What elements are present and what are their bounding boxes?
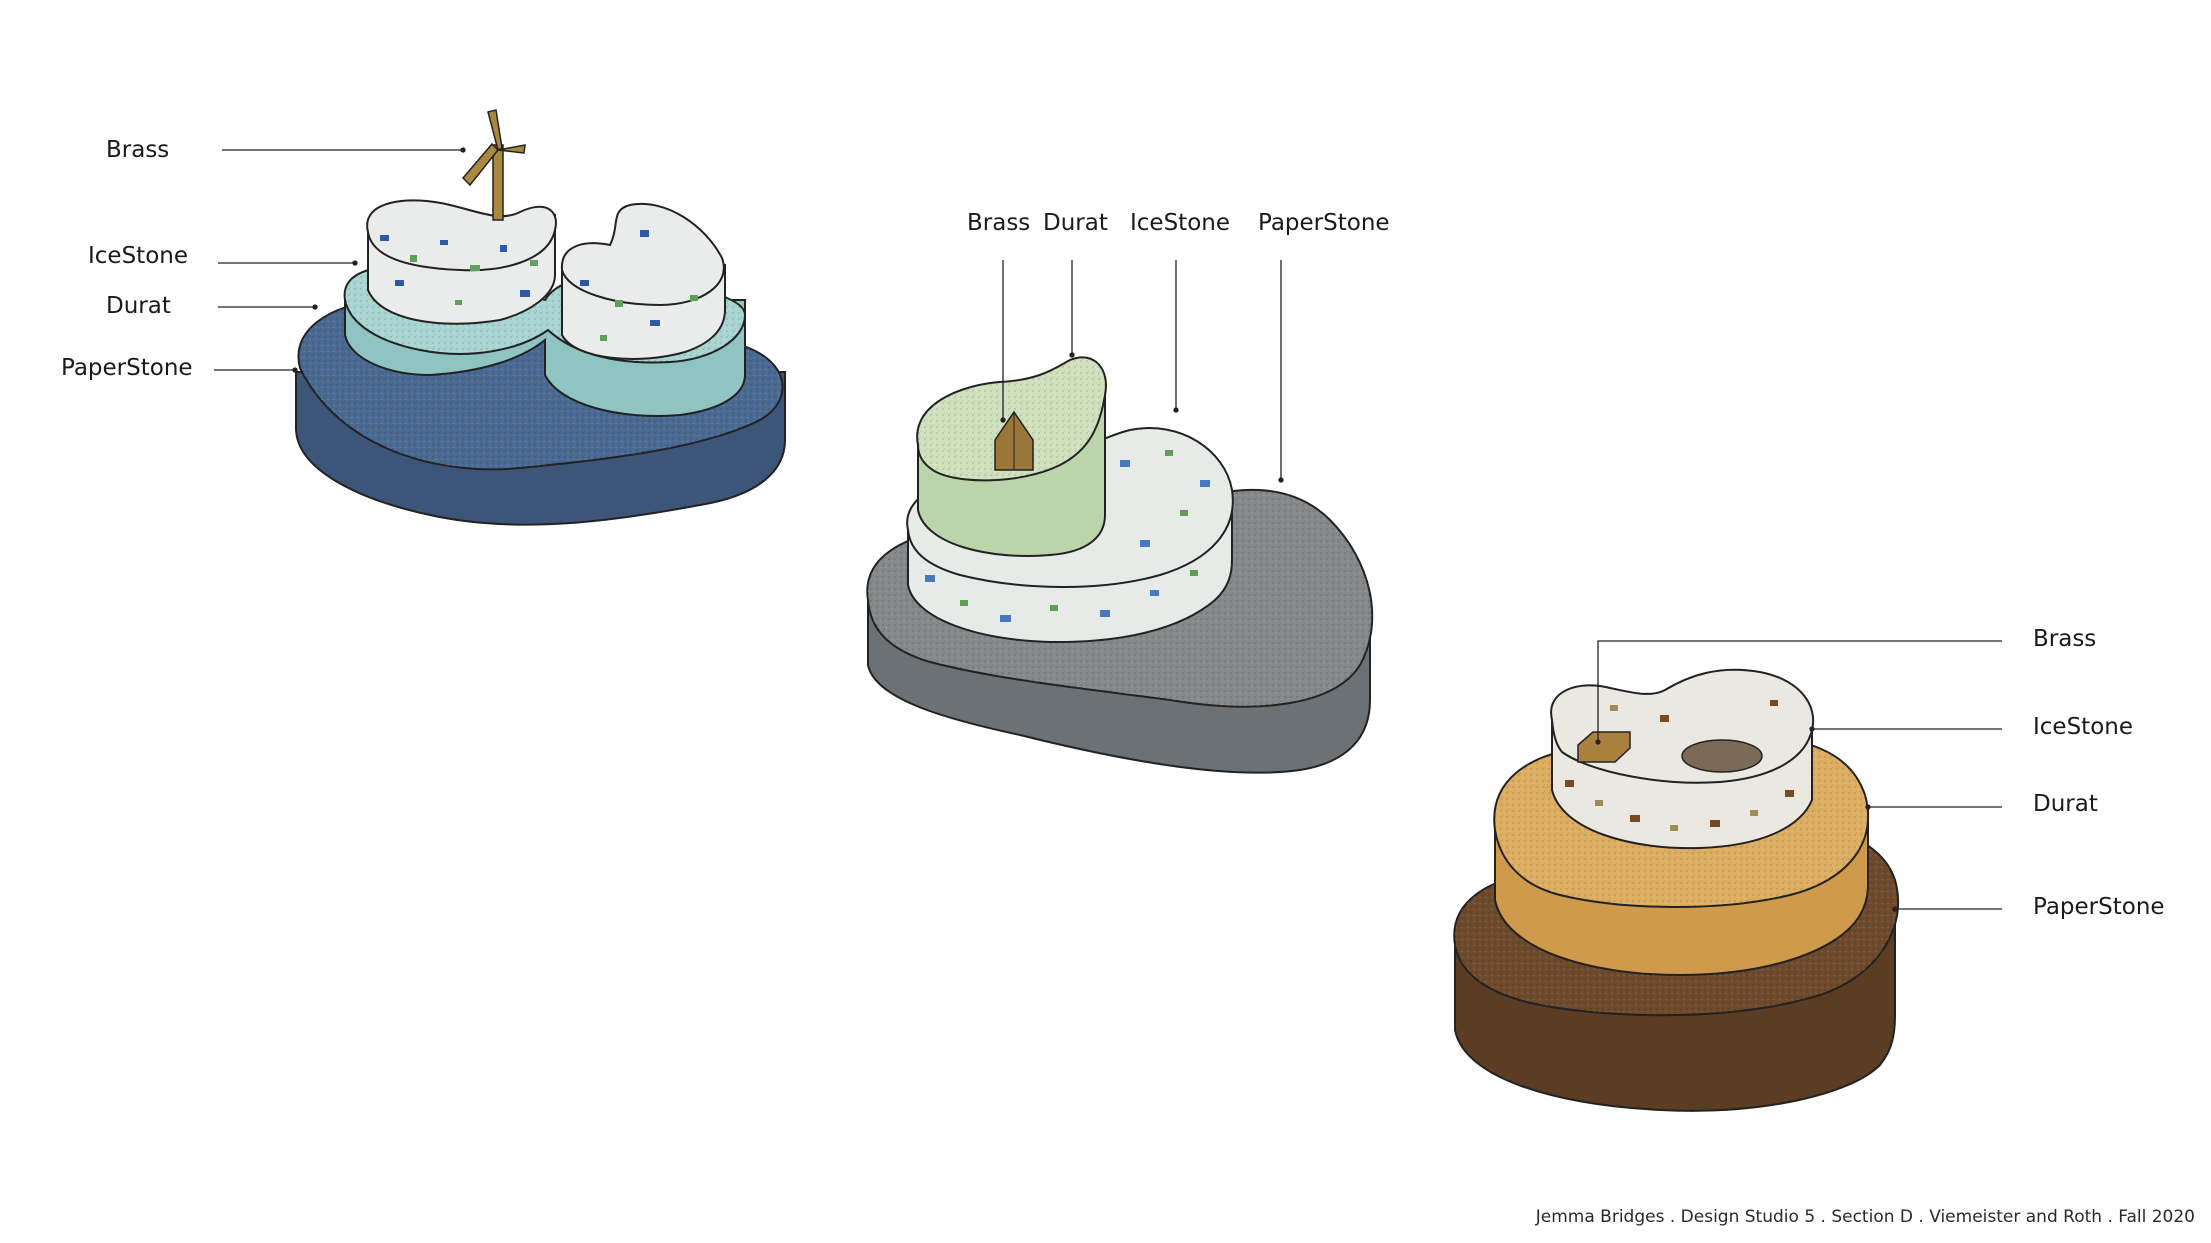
model-3-icestone-chips <box>1565 700 1794 831</box>
model-2-label-icestone: IceStone <box>1130 210 1230 236</box>
model-1-blue <box>214 109 786 526</box>
model-3-brown <box>1453 640 2002 1112</box>
model-1-icestone-chips <box>380 230 698 341</box>
model-3-leader-lines <box>1595 640 2002 912</box>
model-1-label-brass: Brass <box>106 137 170 163</box>
model-1-label-durat: Durat <box>106 293 171 319</box>
model-2-grey <box>866 260 1374 774</box>
model-2-brass-house <box>994 410 1034 471</box>
model-3-label-paperstone: PaperStone <box>2033 894 2165 920</box>
model-1-label-icestone: IceStone <box>88 243 188 269</box>
model-1-label-paperstone: PaperStone <box>61 355 193 381</box>
model-2-leader-lines <box>1000 260 1284 483</box>
model-3-label-icestone: IceStone <box>2033 714 2133 740</box>
model-1-brass-turbine <box>461 109 526 221</box>
credit-line: Jemma Bridges . Design Studio 5 . Sectio… <box>1535 1207 2195 1227</box>
model-1-icestone-left <box>366 199 557 325</box>
model-3-label-brass: Brass <box>2033 626 2097 652</box>
model-2-label-paperstone: PaperStone <box>1258 210 1390 236</box>
model-2-icestone-chips <box>925 450 1210 622</box>
model-1-leader-lines <box>214 147 466 373</box>
model-2-label-brass: Brass <box>967 210 1031 236</box>
model-3-label-durat: Durat <box>2033 791 2098 817</box>
model-3-brass-block <box>1577 731 1631 763</box>
model-2-label-durat: Durat <box>1043 210 1108 236</box>
